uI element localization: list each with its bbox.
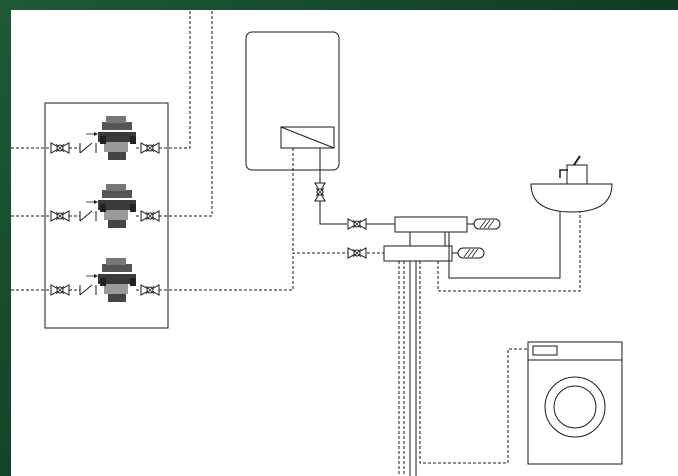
pressure-regulator-icon [98,258,136,302]
manifold-panel [44,102,169,329]
ball-valve-icon [140,210,160,222]
check-valve-icon [79,199,99,222]
pressure-regulator-icon [98,116,136,160]
heat-exchanger-icon [280,126,335,149]
check-valve-icon [79,273,99,296]
ball-valve-icon [50,284,70,296]
ball-valve-icon [314,182,326,202]
ball-valve-icon [347,247,367,259]
supply-lines [11,147,52,291]
drum-door-icon [544,376,606,438]
regulator-row-3 [50,252,384,302]
check-valve-icon [79,131,99,154]
ball-valve-icon [347,218,367,230]
ball-valve-icon [50,210,70,222]
distribution-manifold [383,216,501,262]
faucet-icon [559,155,588,185]
washing-machine [527,341,623,465]
water-heater [245,31,395,253]
regulator-row-2 [50,10,213,228]
ball-valve-icon [50,142,70,154]
diagram-canvas [11,10,678,476]
end-cap-icon [457,247,485,259]
regulator-row-1 [50,10,191,160]
ball-valve-icon [140,284,160,296]
ball-valve-icon [140,142,160,154]
pressure-regulator-icon [98,184,136,228]
control-panel-icon [532,345,558,356]
wash-basin [530,155,613,213]
plumbing-diagram [11,10,623,476]
end-cap-icon [473,218,501,230]
